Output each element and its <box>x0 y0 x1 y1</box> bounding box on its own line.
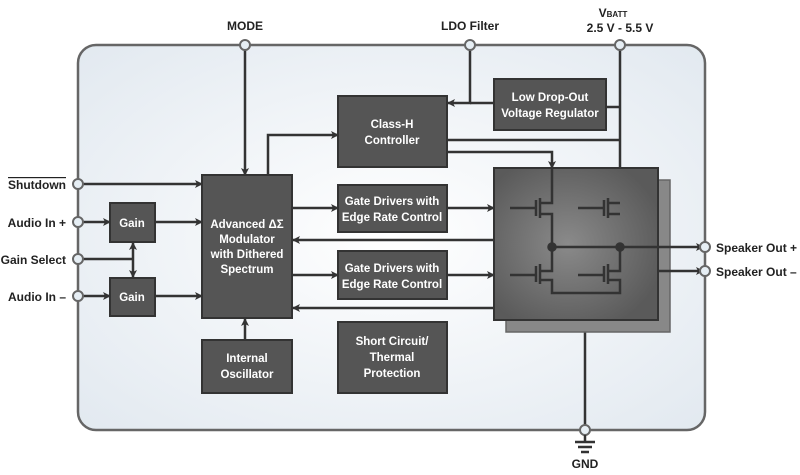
gain-block-plus: Gain <box>109 202 156 243</box>
svg-text:Short Circuit/: Short Circuit/ <box>356 336 430 348</box>
power-stage <box>493 167 704 333</box>
svg-text:Low Drop-Out: Low Drop-Out <box>512 92 589 104</box>
svg-text:Controller: Controller <box>365 135 420 147</box>
classh-controller-block: Class-H Controller <box>337 95 448 168</box>
svg-text:Gain: Gain <box>119 292 145 304</box>
svg-text:Spectrum: Spectrum <box>220 264 273 276</box>
svg-text:Gate Drivers with: Gate Drivers with <box>345 263 440 275</box>
mode-label: MODE <box>227 19 263 33</box>
svg-text:with Dithered: with Dithered <box>210 249 284 261</box>
pins <box>72 39 711 436</box>
svg-text:Oscillator: Oscillator <box>220 369 274 381</box>
svg-text:Edge Rate Control: Edge Rate Control <box>342 212 442 224</box>
svg-text:Internal: Internal <box>226 353 268 365</box>
audio-in-minus-label: Audio In – <box>8 290 66 304</box>
gnd-label: GND <box>572 457 599 471</box>
gain-block-minus: Gain <box>109 277 156 317</box>
audio-in-plus-label: Audio In + <box>8 216 66 230</box>
vbatt-label: VBATT <box>599 6 628 20</box>
mosfet-bridge-icon <box>510 168 704 295</box>
speaker-out-minus-label: Speaker Out – <box>716 265 797 279</box>
svg-text:Thermal: Thermal <box>370 352 415 364</box>
svg-text:Modulator: Modulator <box>219 234 275 246</box>
ldo-filter-label: LDO Filter <box>441 19 499 33</box>
svg-text:Protection: Protection <box>364 368 421 380</box>
modulator-block: Advanced ΔΣ Modulator with DitheredSpectru… <box>201 174 293 319</box>
gain-select-label: Gain Select <box>1 253 66 267</box>
wires <box>78 45 622 430</box>
speaker-out-plus-label: Speaker Out + <box>716 241 797 255</box>
svg-text:Voltage Regulator: Voltage Regulator <box>501 108 599 120</box>
svg-text:Gate Drivers with: Gate Drivers with <box>345 196 440 208</box>
svg-text:Gain: Gain <box>119 218 145 230</box>
vbatt-range-label: 2.5 V - 5.5 V <box>587 21 654 35</box>
shutdown-label: Shutdown <box>8 178 66 192</box>
svg-text:Advanced ΔΣ: Advanced ΔΣ <box>210 219 283 231</box>
svg-text:Edge Rate Control: Edge Rate Control <box>342 279 442 291</box>
svg-text:Class-H: Class-H <box>371 119 414 131</box>
ground-icon <box>575 435 595 454</box>
